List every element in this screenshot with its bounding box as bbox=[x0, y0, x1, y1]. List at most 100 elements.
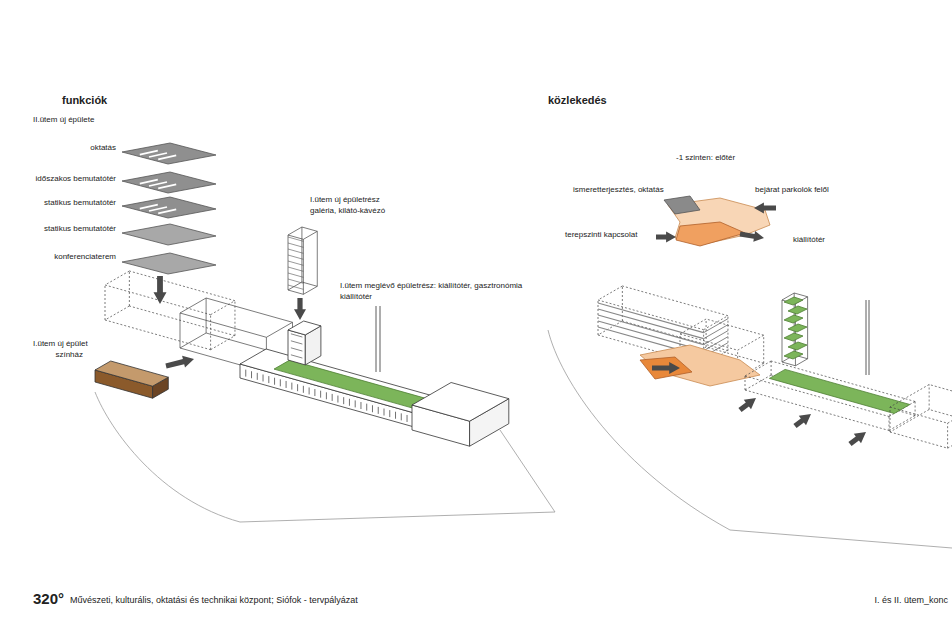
block-arrow bbox=[165, 356, 194, 369]
annotation: időszakos bemutatótér bbox=[36, 174, 117, 183]
annotation: bejárat parkolók felől bbox=[755, 185, 829, 194]
window-mark bbox=[407, 415, 408, 422]
floor-plate bbox=[122, 172, 216, 193]
tower-base bbox=[288, 330, 305, 365]
wire-volume bbox=[105, 306, 129, 320]
tower-rung bbox=[288, 237, 303, 241]
wire-volume bbox=[105, 285, 106, 320]
green-stair bbox=[788, 342, 807, 350]
window-mark bbox=[326, 392, 327, 399]
wire-volume bbox=[105, 271, 129, 285]
window-mark bbox=[337, 396, 338, 403]
window-mark bbox=[263, 374, 264, 381]
window-mark bbox=[297, 384, 298, 391]
block-arrow bbox=[294, 298, 306, 320]
site-outline bbox=[548, 330, 952, 548]
wire-volume bbox=[738, 335, 764, 350]
tower-rung bbox=[288, 285, 303, 289]
wire-volume bbox=[129, 271, 235, 301]
wire-volume bbox=[704, 316, 728, 330]
lower-level-plan bbox=[664, 196, 700, 214]
existing-building bbox=[745, 375, 771, 390]
wire-volume bbox=[680, 319, 706, 334]
green-stair bbox=[788, 324, 807, 332]
existing-building bbox=[889, 417, 890, 431]
plate-slot bbox=[140, 151, 158, 155]
tower-volume bbox=[303, 286, 317, 294]
window-mark bbox=[360, 402, 361, 409]
window-mark bbox=[401, 413, 402, 420]
existing-hall bbox=[890, 407, 948, 423]
wire-volume bbox=[598, 300, 599, 335]
window-mark bbox=[378, 407, 379, 414]
block-arrow bbox=[154, 276, 167, 304]
floor-plate bbox=[122, 253, 216, 274]
tower-rung bbox=[288, 249, 303, 253]
window-mark bbox=[395, 412, 396, 419]
window-mark bbox=[314, 389, 315, 396]
tower-rung bbox=[288, 255, 303, 259]
block-arrow bbox=[740, 231, 764, 242]
floor-line bbox=[704, 319, 728, 333]
window-mark bbox=[251, 371, 252, 378]
existing-building bbox=[771, 361, 772, 375]
existing-building bbox=[889, 416, 915, 431]
window-mark bbox=[372, 405, 373, 412]
tower-rung bbox=[288, 279, 303, 283]
annotation: I. és II. ütem_konc bbox=[874, 595, 948, 605]
wire-volume bbox=[180, 333, 206, 348]
window-mark bbox=[291, 383, 292, 390]
annotation: ismeretterjesztés, oktatás bbox=[573, 185, 664, 194]
block-arrow bbox=[754, 203, 776, 214]
annotation: -1 szinten: előtér bbox=[676, 153, 735, 162]
existing-hall bbox=[890, 432, 948, 448]
existing-hall bbox=[890, 410, 929, 433]
plate-slot bbox=[149, 182, 167, 186]
foyer-floor bbox=[640, 357, 692, 379]
circulation-scene bbox=[548, 196, 952, 548]
floor-line bbox=[704, 331, 728, 345]
wire-volume bbox=[210, 315, 211, 350]
plate-slot bbox=[158, 155, 176, 159]
block-arrow bbox=[656, 232, 676, 243]
tower-volume bbox=[302, 227, 317, 231]
wire-volume bbox=[180, 313, 266, 337]
tower-volume bbox=[288, 235, 303, 239]
window-mark bbox=[245, 370, 246, 377]
wire-volume bbox=[180, 313, 181, 348]
floor-line bbox=[598, 309, 704, 339]
section-heading: közlekedés bbox=[548, 94, 607, 107]
block-arrow bbox=[738, 398, 756, 412]
existing-building bbox=[745, 376, 746, 390]
wire-volume bbox=[706, 319, 707, 347]
green-roof bbox=[274, 360, 434, 410]
green-stair bbox=[784, 297, 803, 305]
annotation: oktatás bbox=[90, 143, 116, 152]
wire-volume bbox=[598, 286, 622, 300]
existing-hall bbox=[948, 401, 952, 424]
window-mark bbox=[332, 394, 333, 401]
wire-volume bbox=[129, 271, 130, 306]
existing-hall bbox=[947, 423, 948, 448]
caption: Művészeti, kulturális, oktatási és techn… bbox=[70, 595, 358, 605]
tower-volume bbox=[301, 227, 302, 282]
wire-volume bbox=[727, 316, 728, 351]
existing-hall bbox=[890, 407, 891, 432]
tower-volume bbox=[288, 290, 303, 294]
annotation: statikus bemutatótér bbox=[44, 224, 116, 233]
annotation: konferenciaterem bbox=[54, 252, 116, 261]
tower-volume bbox=[303, 239, 304, 294]
tower-rung bbox=[288, 267, 303, 271]
window-mark bbox=[280, 379, 281, 386]
floor-plate bbox=[122, 143, 216, 164]
chimney bbox=[376, 306, 377, 372]
wire-volume bbox=[206, 298, 292, 322]
tower-volume bbox=[807, 297, 808, 359]
plate-slot bbox=[158, 209, 176, 213]
green-stair bbox=[784, 315, 803, 323]
existing-hall bbox=[948, 426, 952, 449]
tower-window bbox=[291, 348, 303, 351]
tower-volume bbox=[782, 362, 795, 366]
foyer-floor bbox=[640, 345, 760, 386]
